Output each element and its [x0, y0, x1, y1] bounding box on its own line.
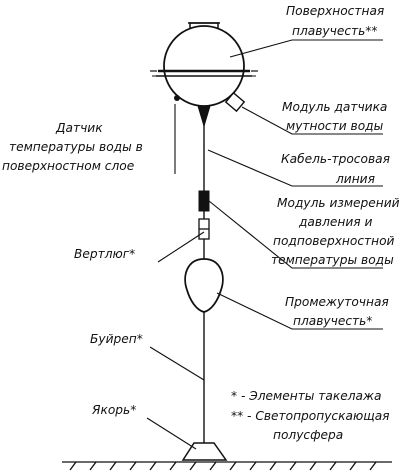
pressure-line-2: давления и [298, 215, 372, 229]
label-buyrep: Буйреп* [90, 332, 143, 346]
intermediate-line-1: Промежуточная [285, 295, 389, 309]
pressure-line-1: Модуль измерений [277, 196, 400, 210]
label-cable: Кабель-тросовая линия [281, 152, 390, 186]
surface-temp-sensor [174, 95, 180, 101]
label-intermediate-float: Промежуточная плавучесть* [285, 295, 389, 328]
swivel [198, 218, 210, 240]
pressure-line-4: температуры воды [271, 253, 394, 267]
anchor-shape [181, 442, 228, 461]
intermediate-line-2: плавучесть* [293, 314, 372, 328]
intermediate-float [184, 258, 224, 313]
label-swivel: Вертлюг* [74, 247, 135, 261]
label-pressure-module: Модуль измерений давления и подповерхнос… [271, 196, 400, 267]
surface-temp-line-2: температуры воды в [9, 140, 143, 154]
surface-temp-line-3: поверхностном слое [2, 159, 134, 173]
label-turbidity-module: Модуль датчика мутности воды [282, 100, 387, 133]
cable-line-1: Кабель-тросовая [281, 152, 390, 166]
legend-line-2: ** - Светопропускающая [231, 409, 390, 423]
legend: * - Элементы такелажа ** - Светопропуска… [231, 389, 390, 442]
surface-float-line-2: плавучесть** [292, 24, 378, 38]
turbidity-line-1: Модуль датчика [282, 100, 387, 114]
leader-lines [146, 39, 383, 450]
pressure-module [198, 190, 210, 212]
label-surface-float: Поверхностная плавучесть** [286, 4, 384, 38]
cable-line-2: линия [335, 172, 375, 186]
turbidity-sensor-module [224, 91, 246, 113]
label-anchor: Якорь* [91, 403, 136, 417]
turbidity-line-2: мутности воды [286, 119, 384, 133]
legend-line-3: полусфера [273, 428, 343, 442]
label-surface-temp-sensor: Датчик температуры воды в поверхностном … [2, 121, 143, 173]
seabed [62, 461, 392, 471]
pressure-line-3: подповерхностной [273, 234, 395, 248]
surface-temp-line-1: Датчик [55, 121, 103, 135]
surface-float [150, 22, 258, 128]
surface-float-line-1: Поверхностная [286, 4, 384, 18]
legend-line-1: * - Элементы такелажа [231, 389, 381, 403]
